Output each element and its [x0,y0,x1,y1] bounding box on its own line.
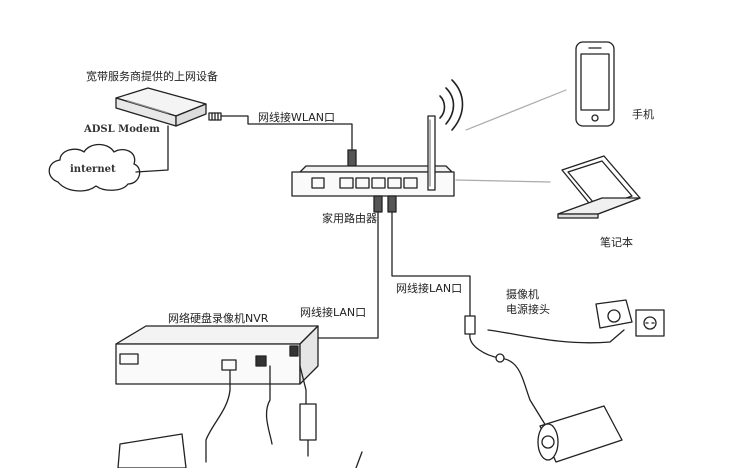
phone-label: 手机 [632,108,654,121]
phone-icon [575,41,615,127]
camera-lan-cable [391,211,471,319]
wan-cable-label: 网线接WLAN口 [258,111,336,124]
nvr-recorder-icon [115,325,319,385]
modem-connector-icon [208,112,222,121]
nvr-label: 网络硬盘录像机NVR [168,312,269,325]
internet-label: internet [70,164,116,175]
isp-device-label: 宽带服务商提供的上网设备 [86,70,218,83]
camera-cable-plug-icon [387,195,397,213]
wan-cable [220,115,353,151]
router-icon [291,115,455,197]
camera-power-line [487,329,625,344]
internet-cloud-icon [48,143,141,192]
nvr-power-cable [299,365,307,405]
wifi-signal-icon [439,79,464,131]
router-label: 家用路由器 [322,212,377,225]
power-connector-icon [495,353,505,363]
bullet-camera-icon [537,405,623,463]
phone-wireless-link [465,89,567,131]
camera-lan-cable-label: 网线接LAN口 [396,282,463,295]
bottom-edge-shape [355,451,363,468]
wan-plug-icon [347,149,357,167]
adsl-modem-icon [115,87,207,127]
camera-rj45-icon [464,315,476,335]
camera-power-adapter-icon [595,299,633,329]
laptop-wireless-link [455,179,551,183]
camera-power-label-line2: 电源接头 [506,303,550,316]
nvr-usb-cable [265,365,273,445]
wall-outlet-icon [635,309,665,337]
nvr-hdmi-cable [205,369,231,463]
modem-internet-line [135,125,169,173]
camera-pigtail [469,333,547,427]
monitor-icon [117,433,187,468]
nvr-power-adapter-icon [299,403,317,441]
camera-power-label-line1: 摄像机 [506,288,539,301]
laptop-icon [557,155,641,219]
laptop-label: 笔记本 [600,236,633,249]
nvr-lan-cable-label: 网线接LAN口 [300,306,367,319]
adsl-modem-label: ADSL Modem [84,124,160,135]
